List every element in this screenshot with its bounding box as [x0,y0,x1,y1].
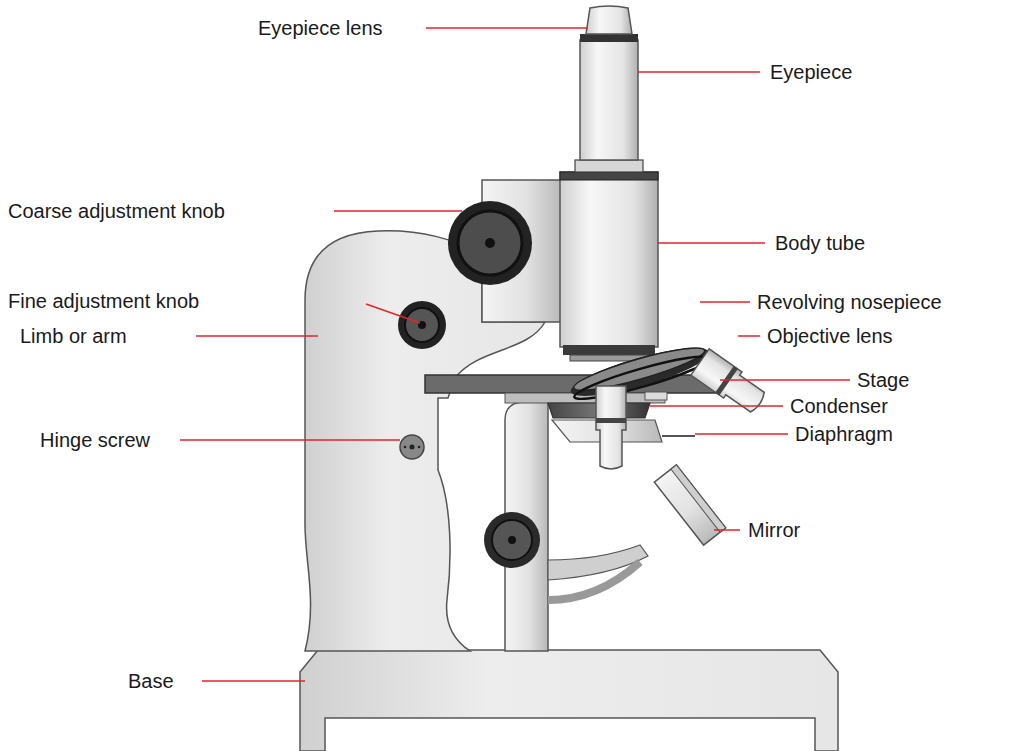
leader-line [202,680,305,682]
mirror [548,465,726,600]
eyepiece [575,34,643,172]
leader-line [738,335,760,337]
fine-adjustment-knob [398,301,446,349]
leader-line [695,433,788,435]
leader-line [700,301,750,303]
part-label: Eyepiece lens [258,16,383,40]
part-label: Objective lens [767,324,893,348]
leader-line [714,529,740,531]
part-label: Fine adjustment knob [8,289,199,313]
leader-line [650,405,783,407]
objective-lens [596,349,769,469]
part-label: Stage [857,368,909,392]
part-label: Diaphragm [795,422,893,446]
part-label: Body tube [775,231,865,255]
part-label: Eyepiece [770,60,852,84]
part-label: Limb or arm [20,324,127,348]
leader-line [638,71,760,73]
leader-line [366,304,420,323]
part-label: Base [128,669,174,693]
part-label: Hinge screw [40,428,150,452]
leader-line [658,242,765,244]
eyepiece-lens [586,6,632,34]
leader-line [334,210,462,212]
revolving-nosepiece [567,339,713,407]
part-label: Revolving nosepiece [757,290,942,314]
base-shape [300,650,838,751]
leader-line [180,439,400,441]
part-label: Condenser [790,394,888,418]
leader-line [720,379,850,381]
stage-knob [484,512,540,568]
leader-line [426,27,588,29]
leader-lines [180,28,850,681]
leader-line [196,335,318,337]
part-label: Mirror [748,518,800,542]
part-label: Coarse adjustment knob [8,199,225,223]
coarse-adjustment-knob [448,201,532,285]
body-tube [560,172,658,361]
hinge-screw [400,435,424,459]
